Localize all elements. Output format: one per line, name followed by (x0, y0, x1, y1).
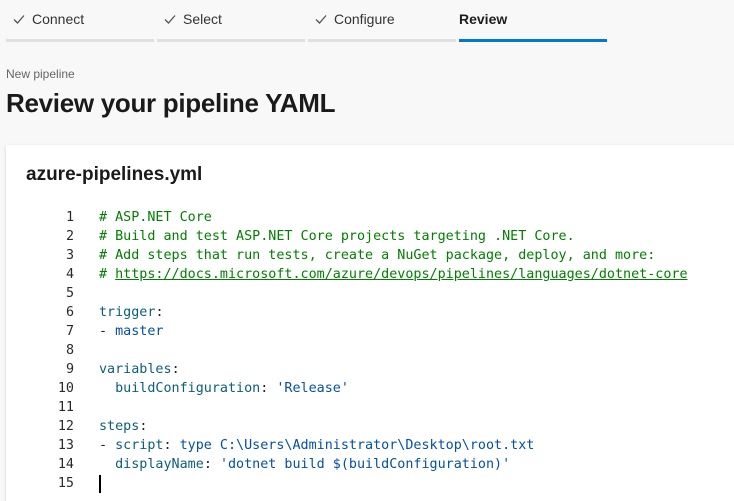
line-number: 12 (57, 419, 74, 434)
code-token: : (203, 457, 220, 472)
code-line[interactable]: 6 trigger: (6, 303, 734, 322)
line-number: 15 (57, 476, 74, 491)
code-token: - (99, 324, 116, 339)
code-token: displayName (99, 457, 204, 472)
line-number: 4 (65, 267, 74, 282)
code-line[interactable]: 12 steps: (6, 417, 734, 436)
checkmark-icon (13, 15, 25, 24)
line-text: # https://docs.microsoft.com/azure/devop… (99, 265, 688, 284)
code-line[interactable]: 14 displayName: 'dotnet build $(buildCon… (6, 455, 734, 474)
code-token: : (260, 381, 277, 396)
line-number: 8 (65, 343, 74, 358)
code-token: 'Release' (276, 381, 349, 396)
code-token: buildConfiguration (99, 381, 261, 396)
line-text: steps: (99, 417, 147, 436)
line-number: 13 (57, 438, 74, 453)
code-line[interactable]: 1 # ASP.NET Core (6, 208, 734, 227)
line-text: variables: (99, 360, 180, 379)
page-title: Review your pipeline YAML (6, 88, 336, 118)
code-token: : (139, 419, 148, 434)
code-token: https://docs.microsoft.com/azure/devops/… (115, 267, 688, 282)
line-text: - master (99, 322, 164, 341)
code-token: master (115, 324, 164, 339)
line-number: 9 (65, 362, 74, 377)
step-label: Configure (334, 11, 395, 27)
page-subtitle: New pipeline (6, 67, 75, 81)
step-configure[interactable]: Configure (308, 0, 456, 42)
line-number: 10 (57, 381, 74, 396)
line-text: displayName: 'dotnet build $(buildConfig… (99, 455, 510, 474)
code-token: # Add steps that run tests, create a NuG… (99, 248, 656, 263)
line-text: - script: type C:\Users\Administrator\De… (99, 436, 534, 455)
code-line[interactable]: 7 - master (6, 322, 734, 341)
line-number: 2 (65, 229, 74, 244)
code-token: trigger (99, 305, 156, 320)
yaml-editor-card: azure-pipelines.yml 1 # ASP.NET Core 2 # Bu… (6, 145, 734, 501)
line-number: 11 (57, 400, 74, 415)
code-line[interactable]: 11 (6, 398, 734, 417)
line-text: # Add steps that run tests, create a NuG… (99, 246, 655, 265)
code-token: # ASP.NET Core (99, 210, 212, 225)
line-text: # Build and test ASP.NET Core projects t… (99, 227, 575, 246)
step-select[interactable]: Select (157, 0, 305, 42)
code-token: : (163, 438, 180, 453)
text-cursor (99, 475, 101, 493)
code-line[interactable]: 2 # Build and test ASP.NET Core projects … (6, 227, 734, 246)
line-number: 3 (65, 248, 74, 263)
code-token: # (99, 267, 116, 282)
file-name: azure-pipelines.yml (26, 164, 203, 185)
code-token: : (171, 362, 180, 377)
line-number: 14 (57, 457, 74, 472)
step-progress-bar (157, 39, 305, 42)
line-number: 6 (65, 305, 74, 320)
checkmark-icon (315, 15, 327, 24)
line-number: 5 (65, 286, 74, 301)
code-token: type C:\Users\Administrator\Desktop\root… (179, 438, 535, 453)
code-line[interactable]: 5 (6, 284, 734, 303)
code-line[interactable]: 9 variables: (6, 360, 734, 379)
code-token: : (155, 305, 164, 320)
code-line[interactable]: 10 buildConfiguration: 'Release' (6, 379, 734, 398)
line-number: 7 (65, 324, 74, 339)
line-number: 1 (65, 210, 74, 225)
step-progress-bar (308, 39, 456, 42)
step-label: Select (183, 11, 222, 27)
code-line[interactable]: 8 (6, 341, 734, 360)
step-label: Review (459, 11, 508, 27)
code-token: - (99, 438, 116, 453)
line-text: # ASP.NET Core (99, 208, 212, 227)
step-progress-bar (6, 39, 154, 42)
line-text: trigger: (99, 303, 164, 322)
code-token: script (115, 438, 164, 453)
checkmark-icon (164, 15, 176, 24)
code-line[interactable]: 15 (6, 474, 734, 493)
code-line[interactable]: 13 - script: type C:\Users\Administrator\… (6, 436, 734, 455)
code-token: variables (99, 362, 172, 377)
step-review[interactable]: Review (459, 0, 607, 42)
pipeline-stepper: Connect Select Configure Review (6, 0, 734, 42)
code-token: 'dotnet build $(buildConfiguration)' (219, 457, 511, 472)
code-token: # Build and test ASP.NET Core projects t… (99, 229, 575, 244)
code-token: steps (99, 419, 140, 434)
step-progress-bar-active (459, 39, 607, 42)
line-text: buildConfiguration: 'Release' (99, 379, 349, 398)
code-line[interactable]: 4 # https://docs.microsoft.com/azure/devo… (6, 265, 734, 284)
step-connect[interactable]: Connect (6, 0, 154, 42)
step-label: Connect (32, 11, 85, 27)
yaml-code-editor[interactable]: 1 # ASP.NET Core 2 # Build and test ASP.NET… (6, 208, 734, 493)
code-line[interactable]: 3 # Add steps that run tests, create a Nu… (6, 246, 734, 265)
